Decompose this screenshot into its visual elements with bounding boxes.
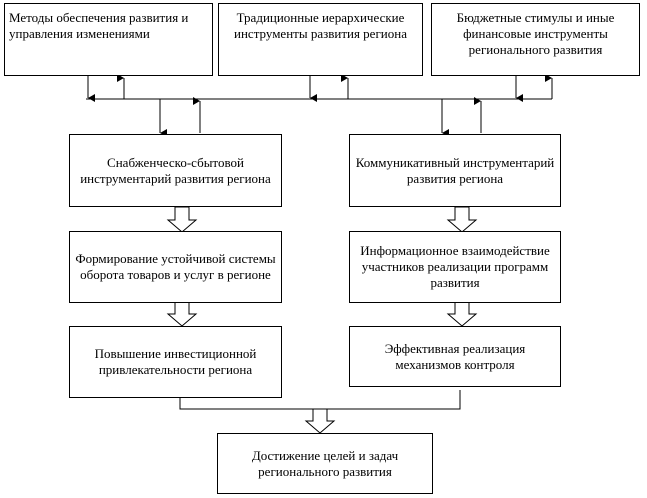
block-arrow-bottom xyxy=(304,408,336,434)
methods-label: Методы обеспечения развития и управления… xyxy=(9,10,189,41)
information-label: Информационное взаимодействие участников… xyxy=(360,243,550,290)
supply-sales-label: Снабженческо-сбытовой инструментарий раз… xyxy=(80,154,271,186)
investment-label: Повышение инвестиционной привлекательнос… xyxy=(94,346,257,377)
turnover-label: Формирование устойчивой системы оборота … xyxy=(75,251,276,282)
goals-label: Достижение целей и задач регионального р… xyxy=(251,447,399,479)
block-arrow-left-1 xyxy=(166,206,198,233)
block-arrow-left-2 xyxy=(166,301,198,327)
methods-box: Методы обеспечения развития и управления… xyxy=(4,3,213,76)
traditional-tools-box: Традиционные иерархические инструменты р… xyxy=(218,3,423,76)
supply-sales-box: Снабженческо-сбытовой инструментарий раз… xyxy=(69,134,282,207)
goals-box: Достижение целей и задач регионального р… xyxy=(217,433,433,494)
information-box: Информационное взаимодействие участников… xyxy=(349,231,561,303)
investment-box: Повышение инвестиционной привлекательнос… xyxy=(69,326,282,398)
control-label: Эффективная реализация механизмов контро… xyxy=(384,340,526,372)
control-box: Эффективная реализация механизмов контро… xyxy=(349,326,561,387)
communicative-box: Коммуникативный инструментарий развития … xyxy=(349,134,561,207)
block-arrow-right-1 xyxy=(446,206,478,233)
turnover-box: Формирование устойчивой системы оборота … xyxy=(69,231,282,303)
budget-incentives-label: Бюджетные стимулы и иные финансовые инст… xyxy=(456,10,615,57)
communicative-label: Коммуникативный инструментарий развития … xyxy=(355,154,555,186)
traditional-tools-label: Традиционные иерархические инструменты р… xyxy=(234,10,407,41)
block-arrow-right-2 xyxy=(446,301,478,327)
budget-incentives-box: Бюджетные стимулы и иные финансовые инст… xyxy=(431,3,640,76)
